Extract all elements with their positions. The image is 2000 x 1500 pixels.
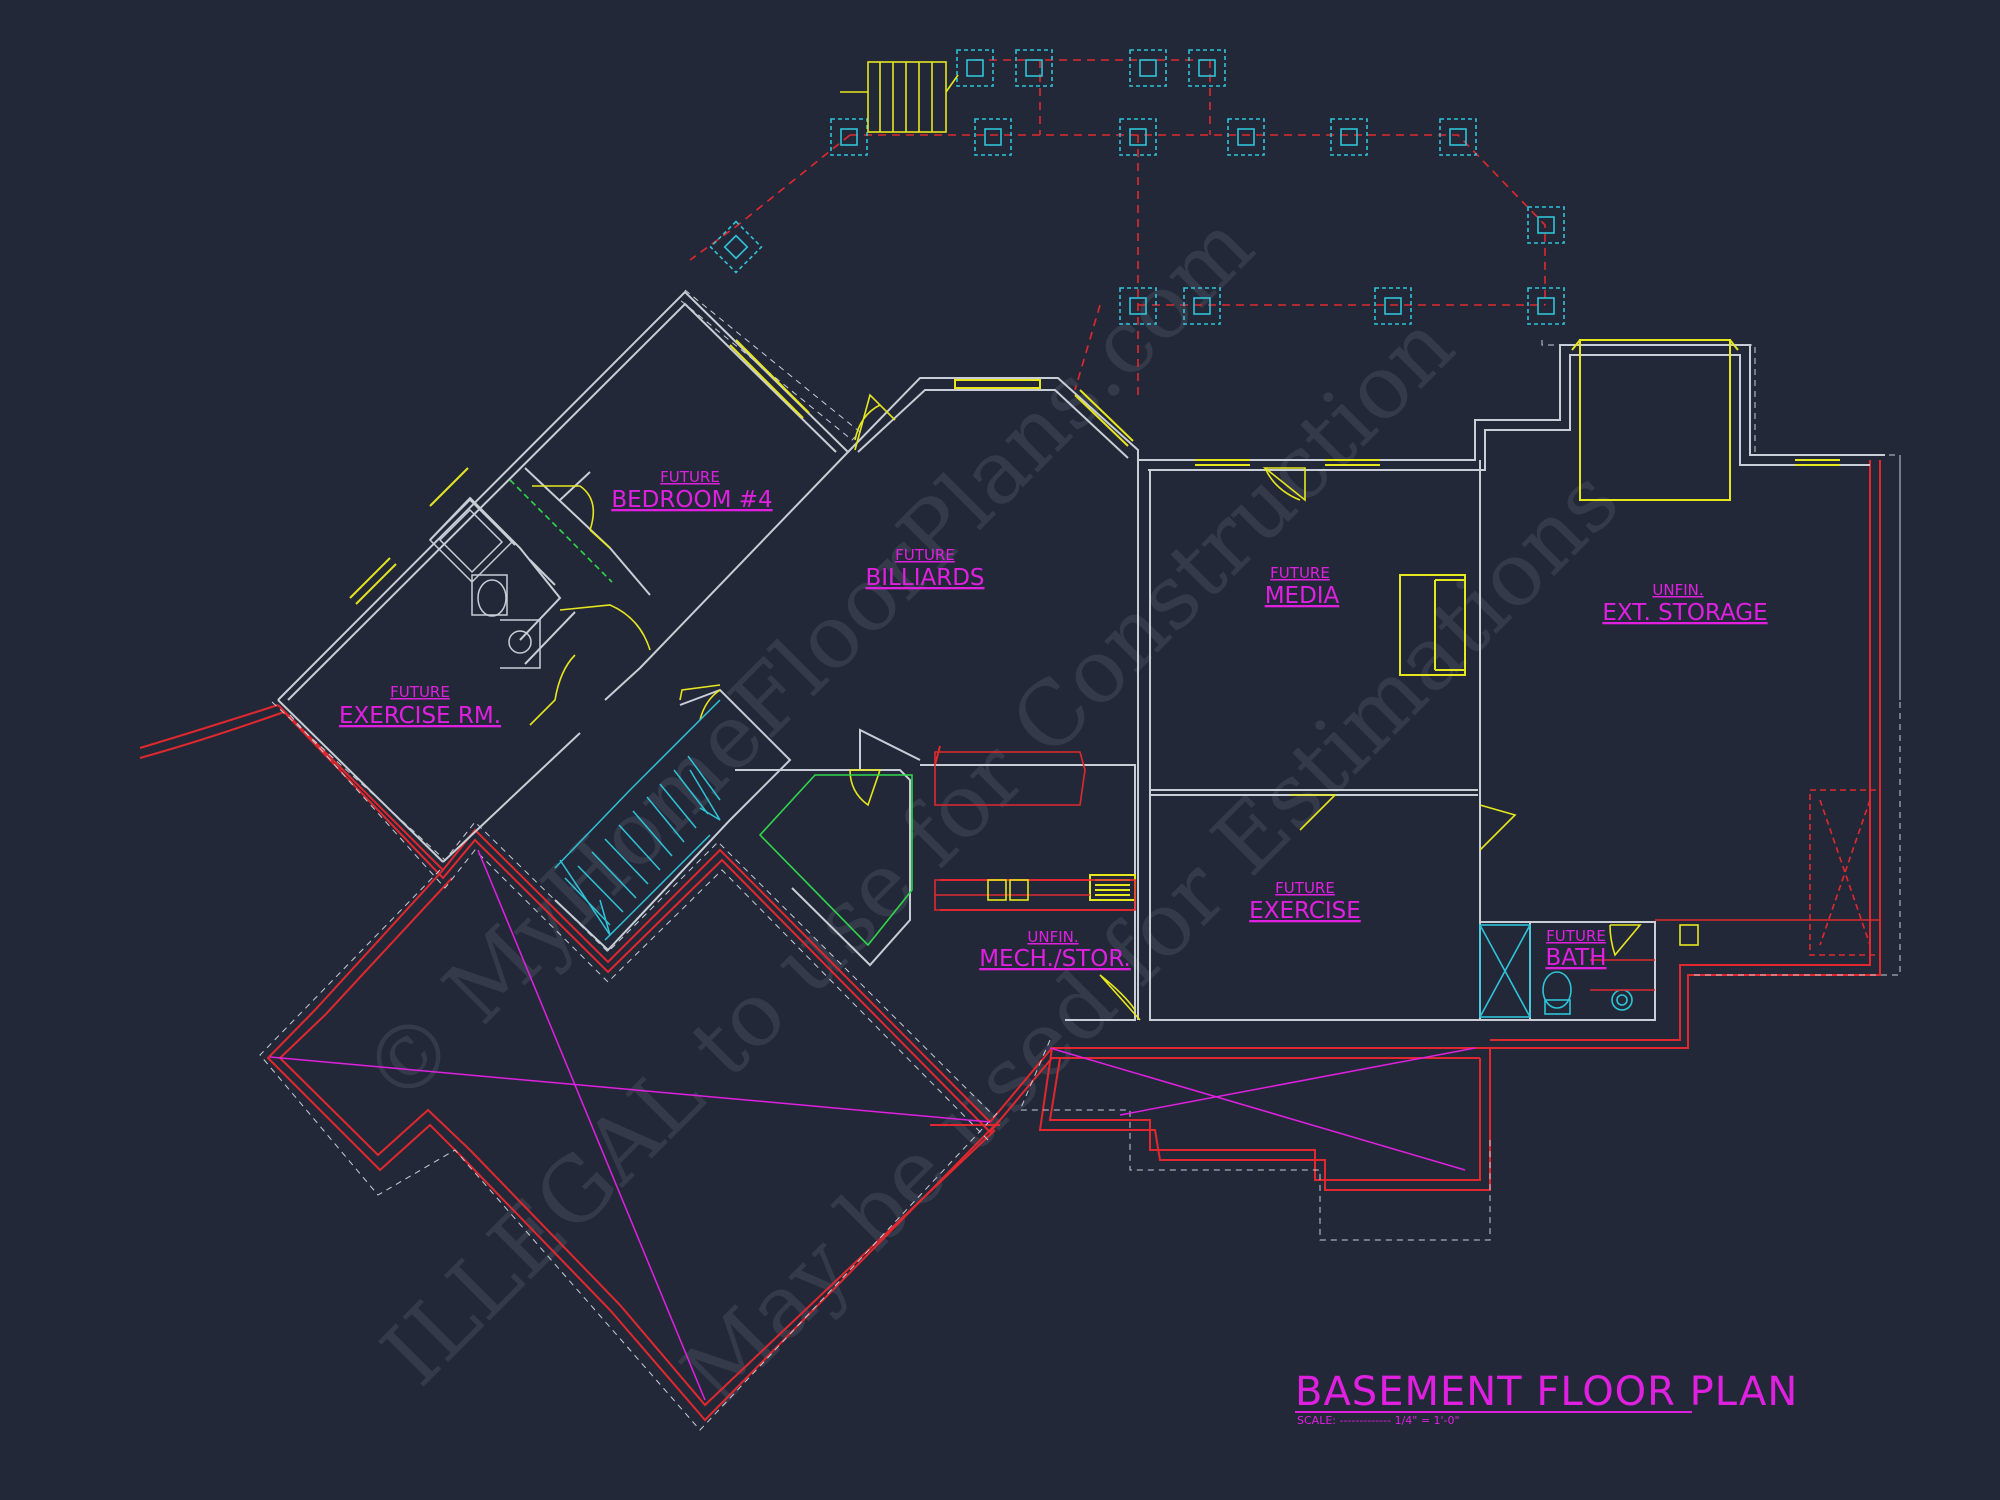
column [830, 118, 868, 156]
drawing-scale: SCALE: ------------- 1/4" = 1'-0" [1297, 1414, 1460, 1427]
room-label-media-prefix: FUTURE [1270, 564, 1330, 582]
plumbing-fixtures [428, 498, 541, 669]
mechanical-equipment [934, 751, 1881, 991]
room-label-ext-storage-prefix: UNFIN. [1652, 581, 1703, 599]
title-block: BASEMENT FLOOR PLAN SCALE: -------------… [1295, 1369, 1798, 1427]
room-label-exercise-rm-prefix: FUTURE [390, 683, 450, 701]
column [1527, 206, 1565, 244]
column [974, 118, 1012, 156]
room-label-ext-storage: EXT. STORAGE [1602, 600, 1767, 626]
room-label-bath-prefix: FUTURE [1546, 927, 1606, 945]
room-label-bedroom4-prefix: FUTURE [660, 468, 720, 486]
column [1330, 118, 1368, 156]
deck-columns [709, 49, 1565, 325]
column [1183, 287, 1221, 325]
column [1119, 287, 1157, 325]
room-label-media: MEDIA [1265, 583, 1340, 609]
mech-units [987, 879, 1699, 946]
room-label-billiards: BILLIARDS [866, 565, 985, 591]
column [1188, 49, 1226, 87]
foundation-walls [139, 460, 1881, 1422]
windows [349, 339, 1840, 901]
column [1119, 118, 1157, 156]
room-label-exercise-prefix: FUTURE [1275, 879, 1335, 897]
slab-indicators [269, 849, 1476, 1401]
room-label-bath: BATH [1545, 945, 1606, 971]
doors [529, 393, 1642, 1021]
column [1129, 49, 1167, 87]
column [709, 220, 763, 274]
column [1527, 287, 1565, 325]
interior-stair [554, 699, 721, 941]
room-label-exercise: EXERCISE [1249, 898, 1361, 924]
room-label-mech-prefix: UNFIN. [1027, 928, 1078, 946]
column [1439, 118, 1477, 156]
room-label-mech: MECH./STOR. [979, 946, 1131, 972]
room-label-bedroom4: BEDROOM #4 [611, 487, 772, 513]
room-label-billiards-prefix: FUTURE [895, 546, 955, 564]
bath-fixtures [1479, 924, 1633, 1018]
mechanical-outline [509, 479, 913, 947]
room-label-exercise-rm: EXERCISE RM. [339, 703, 501, 729]
column [1374, 287, 1412, 325]
exterior-stair [840, 61, 959, 133]
interior-walls [277, 290, 1885, 1021]
column [956, 49, 994, 87]
column [1227, 118, 1265, 156]
column [1015, 49, 1053, 87]
drawing-title: BASEMENT FLOOR PLAN [1295, 1369, 1798, 1415]
room-labels: FUTURE BEDROOM #4 FUTURE BILLIARDS FUTUR… [339, 468, 1768, 972]
